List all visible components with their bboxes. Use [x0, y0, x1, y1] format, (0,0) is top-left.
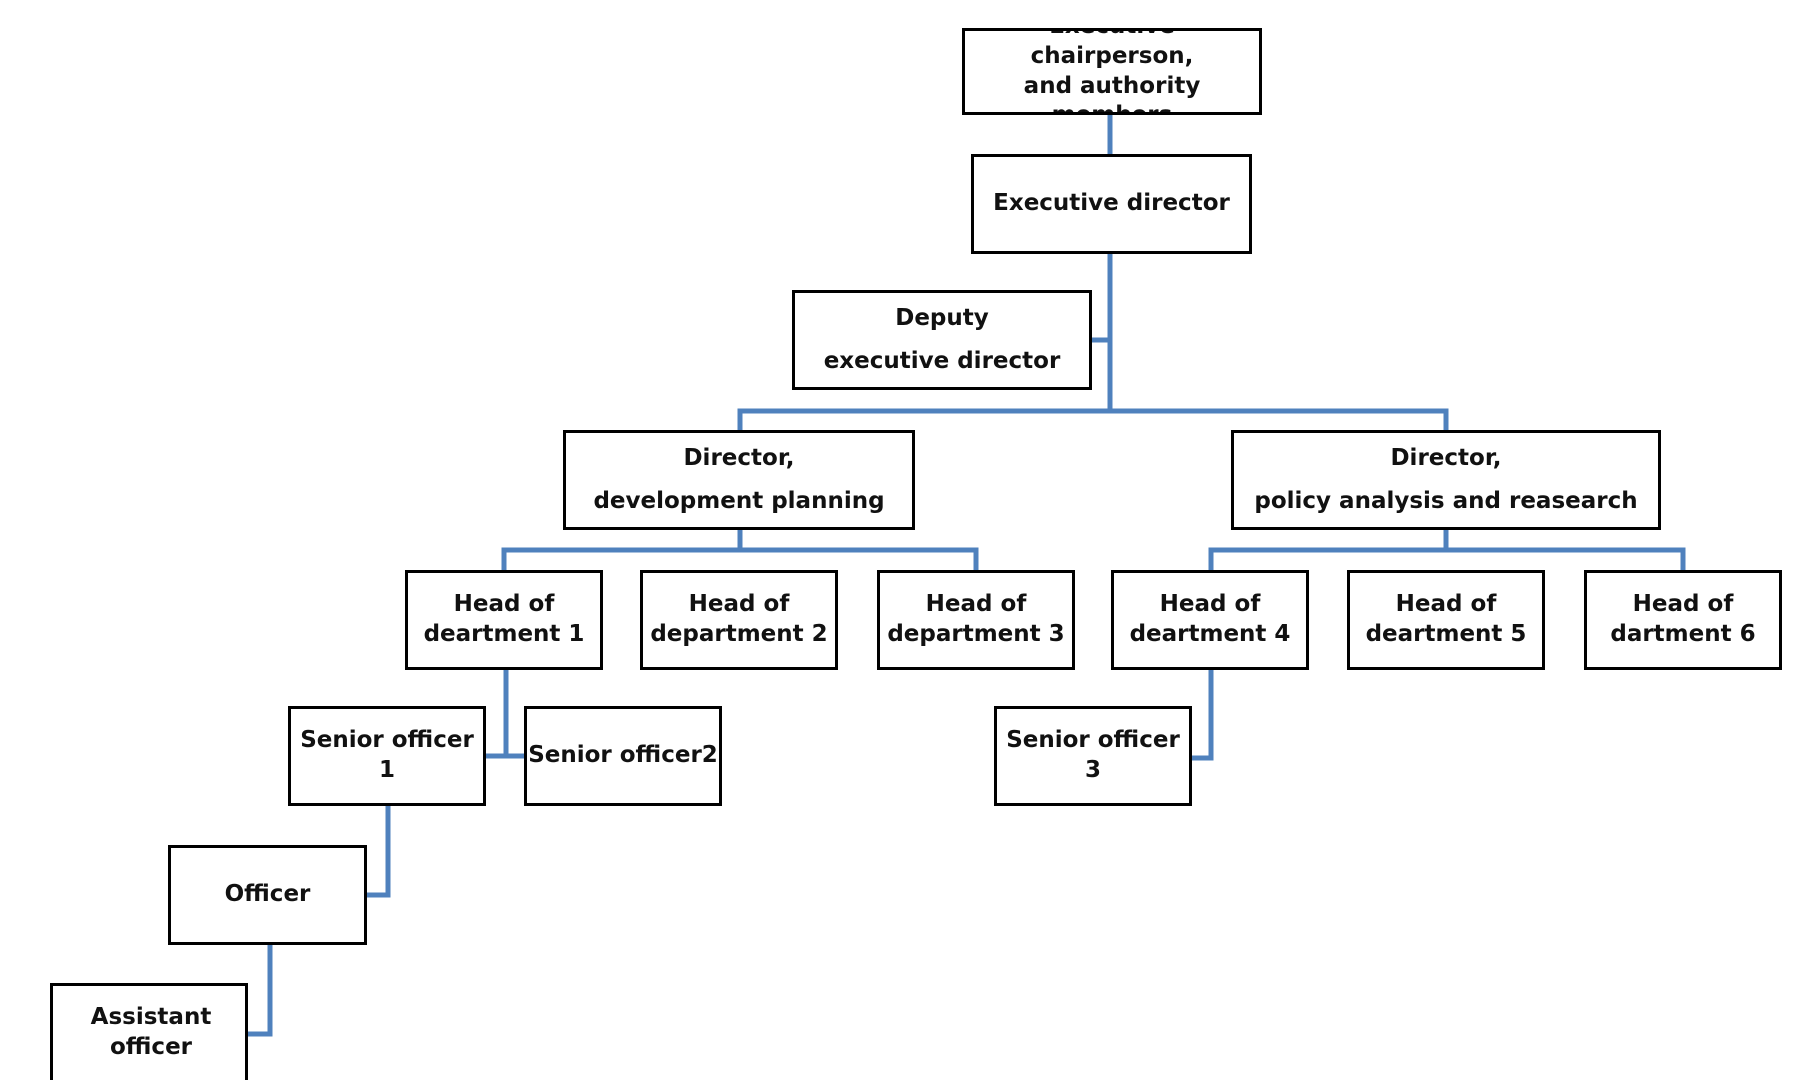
head-of-department-1-label: Head of deartment 1 — [423, 591, 585, 647]
officer-box: Officer — [168, 845, 367, 945]
head-of-department-4-box: Head of deartment 4 — [1111, 570, 1309, 670]
head-of-department-1-box: Head of deartment 1 — [405, 570, 603, 670]
head-of-department-6-box: Head of dartment 6 — [1584, 570, 1782, 670]
deputy-executive-director-box: Deputy executive director — [792, 290, 1092, 390]
senior-officer-2-box: Senior officer2 — [524, 706, 722, 806]
connector-director-bus — [737, 408, 1449, 433]
connector-policy-bus — [1208, 547, 1686, 573]
head-of-department-3-label: Head of department 3 — [887, 591, 1065, 647]
head-of-department-3-box: Head of department 3 — [877, 570, 1075, 670]
head-of-department-5-label: Head of deartment 5 — [1365, 591, 1527, 647]
officer-label: Officer — [224, 881, 311, 908]
head-of-department-5-box: Head of deartment 5 — [1347, 570, 1545, 670]
executive-chairperson-label: Executive chairperson, and authority mem… — [1023, 31, 1201, 112]
director-policy-analysis-label: Director, policy analysis and reasearch — [1254, 445, 1638, 514]
executive-chairperson-box: Executive chairperson, and authority mem… — [962, 28, 1262, 115]
deputy-executive-director-label: Deputy executive director — [823, 305, 1061, 374]
director-policy-analysis-box: Director, policy analysis and reasearch — [1231, 430, 1661, 530]
director-development-planning-box: Director, development planning — [563, 430, 915, 530]
senior-officer-3-label: Senior officer 3 — [1006, 727, 1180, 783]
head-of-department-4-label: Head of deartment 4 — [1129, 591, 1291, 647]
connector-head4-senior3 — [1189, 665, 1214, 761]
senior-officer-3-box: Senior officer 3 — [994, 706, 1192, 806]
connector-head1-seniors — [503, 665, 527, 759]
connector-officer-assistant — [244, 941, 273, 1037]
senior-officer-2-label: Senior officer2 — [528, 742, 718, 769]
connector-dev-bus — [501, 547, 979, 573]
assistant-officer-box: Assistant officer — [50, 983, 248, 1080]
head-of-department-6-label: Head of dartment 6 — [1610, 591, 1756, 647]
director-development-planning-label: Director, development planning — [593, 445, 885, 514]
senior-officer-1-box: Senior officer 1 — [288, 706, 486, 806]
executive-director-box: Executive director — [971, 154, 1252, 254]
head-of-department-2-box: Head of department 2 — [640, 570, 838, 670]
connector-senior1-officer — [362, 803, 391, 898]
assistant-officer-label: Assistant officer — [90, 1004, 212, 1060]
head-of-department-2-label: Head of department 2 — [650, 591, 828, 647]
senior-officer-1-label: Senior officer 1 — [300, 727, 474, 783]
executive-director-label: Executive director — [993, 190, 1230, 217]
